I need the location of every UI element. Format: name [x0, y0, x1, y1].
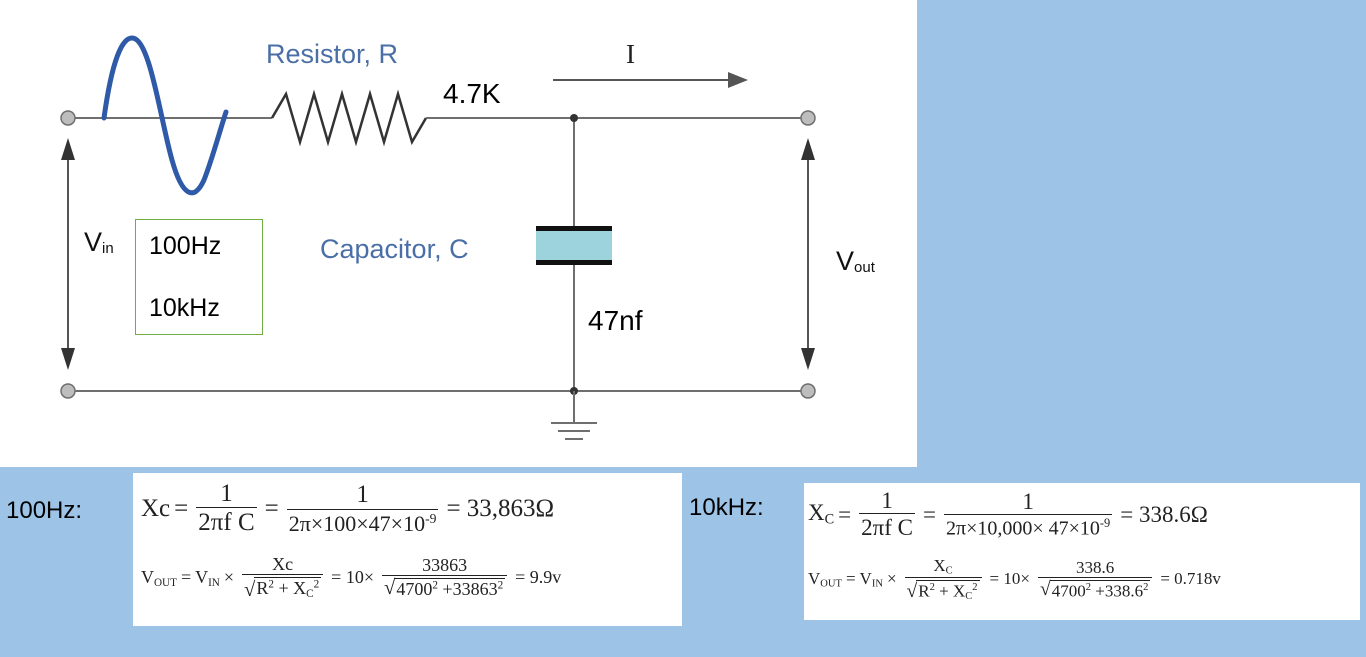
- capacitor-dielectric: [536, 231, 612, 260]
- vout-equation-100hz: VOUT = VIN × Xc √R2 + XC2 = 10× 33863 √4…: [141, 555, 565, 600]
- sine-wave-icon: [101, 35, 229, 196]
- formula-panel-100hz: Xc = 1 2πf C = 1 2π×100×47×10-9 = 33,863…: [133, 473, 682, 626]
- ground-icon: [551, 422, 597, 440]
- denominator: √47002 +338632: [381, 575, 508, 599]
- fraction-substituted: 1 2π×100×47×10-9: [286, 481, 439, 536]
- denominator: √R2 + XC2: [904, 576, 982, 602]
- vin-arrow-up-icon: [61, 138, 75, 160]
- numerator: 1: [881, 488, 893, 513]
- fraction-numeric: 338.6 √47002 +338.62: [1037, 557, 1153, 600]
- vout-result-10khz: = 0.718v: [1160, 569, 1221, 589]
- numerator: Xc: [272, 554, 294, 574]
- current-arrow-head-icon: [728, 72, 748, 88]
- junction-dot-top: [570, 114, 578, 122]
- xc-result-100hz: = 33,863Ω: [446, 494, 555, 522]
- numerator: XC: [933, 556, 953, 577]
- numerator: 338.6: [1076, 557, 1115, 577]
- case-label-10khz: 10kHz:: [689, 494, 764, 521]
- vout-arrow-down-icon: [801, 348, 815, 370]
- terminal-output-bottom: [800, 383, 816, 399]
- capacitor-label: Capacitor, C: [320, 234, 469, 264]
- denominator: 2πf C: [859, 513, 915, 541]
- equals: =: [180, 567, 192, 588]
- case-label-100hz: 100Hz:: [6, 497, 83, 524]
- vout-label: Vout: [836, 246, 876, 276]
- vout-arrow-up-icon: [801, 138, 815, 160]
- resistor-zigzag: [270, 89, 428, 147]
- frequency-100hz: 100Hz: [149, 232, 222, 260]
- capacitor-plate-bottom: [536, 260, 612, 265]
- frequency-box: 100Hz 10kHz: [135, 219, 263, 335]
- denominator: √47002 +338.62: [1037, 576, 1153, 600]
- xc-equation-100hz: Xc = 1 2πf C = 1 2π×100×47×10-9 = 33,863…: [141, 480, 558, 537]
- terminal-input-top: [60, 110, 76, 126]
- denominator: 2π×10,000× 47×10-9: [943, 513, 1113, 540]
- numerator: 33863: [422, 555, 468, 576]
- equals: =: [845, 569, 856, 589]
- capacitor-value: 47nf: [588, 305, 643, 336]
- multiplier: = 10×: [989, 569, 1030, 589]
- xc-equation-10khz: XC = 1 2πf C = 1 2π×10,000× 47×10-9 = 33…: [808, 488, 1212, 541]
- resistor-value: 4.7K: [443, 78, 501, 109]
- terminal-input-bottom: [60, 383, 76, 399]
- formula-panel-10khz: XC = 1 2πf C = 1 2π×10,000× 47×10-9 = 33…: [804, 483, 1360, 620]
- vout-symbol: VOUT: [808, 569, 842, 590]
- fraction-basic: 1 2πf C: [196, 480, 257, 537]
- vin-label: Vin: [84, 227, 114, 257]
- vin-symbol: VIN: [195, 566, 220, 589]
- times: ×: [886, 569, 897, 589]
- numerator: 1: [1022, 488, 1034, 514]
- capacitor-plate-top: [536, 226, 612, 231]
- fraction-substituted: 1 2π×10,000× 47×10-9: [943, 488, 1113, 540]
- frequency-10khz: 10kHz: [149, 294, 220, 322]
- xc-symbol: XC: [808, 500, 835, 528]
- vout-symbol: VOUT: [141, 566, 177, 589]
- current-label: I: [626, 39, 635, 69]
- fraction-ratio: XC √R2 + XC2: [904, 556, 982, 602]
- multiplier: = 10×: [331, 567, 374, 588]
- vin-arrow-down-icon: [61, 348, 75, 370]
- equals: =: [264, 494, 279, 522]
- resistor-label: Resistor, R: [266, 39, 398, 69]
- fraction-ratio: Xc √R2 + XC2: [242, 554, 324, 600]
- circuit-diagram: Resistor, R I Capacitor, C Vin Vout 4.7K…: [0, 0, 917, 467]
- times: ×: [223, 567, 235, 588]
- vin-symbol: VIN: [859, 569, 883, 590]
- rc-circuit-schematic: Resistor, R I Capacitor, C Vin Vout: [60, 35, 876, 440]
- fraction-basic: 1 2πf C: [859, 488, 915, 541]
- numerator: 1: [220, 480, 233, 507]
- fraction-numeric: 33863 √47002 +338632: [381, 555, 508, 599]
- equals: =: [174, 494, 189, 522]
- denominator: 2πf C: [196, 507, 257, 537]
- denominator: 2π×100×47×10-9: [286, 508, 439, 536]
- equals: =: [923, 501, 936, 527]
- terminal-output-top: [800, 110, 816, 126]
- vout-equation-10khz: VOUT = VIN × XC √R2 + XC2 = 10× 338.6 √4…: [808, 557, 1225, 602]
- vout-result-100hz: = 9.9v: [515, 567, 562, 588]
- equals: =: [838, 501, 852, 527]
- xc-symbol: Xc: [141, 494, 171, 522]
- numerator: 1: [356, 481, 369, 509]
- denominator: √R2 + XC2: [242, 573, 324, 600]
- xc-result-10khz: = 338.6Ω: [1120, 501, 1208, 527]
